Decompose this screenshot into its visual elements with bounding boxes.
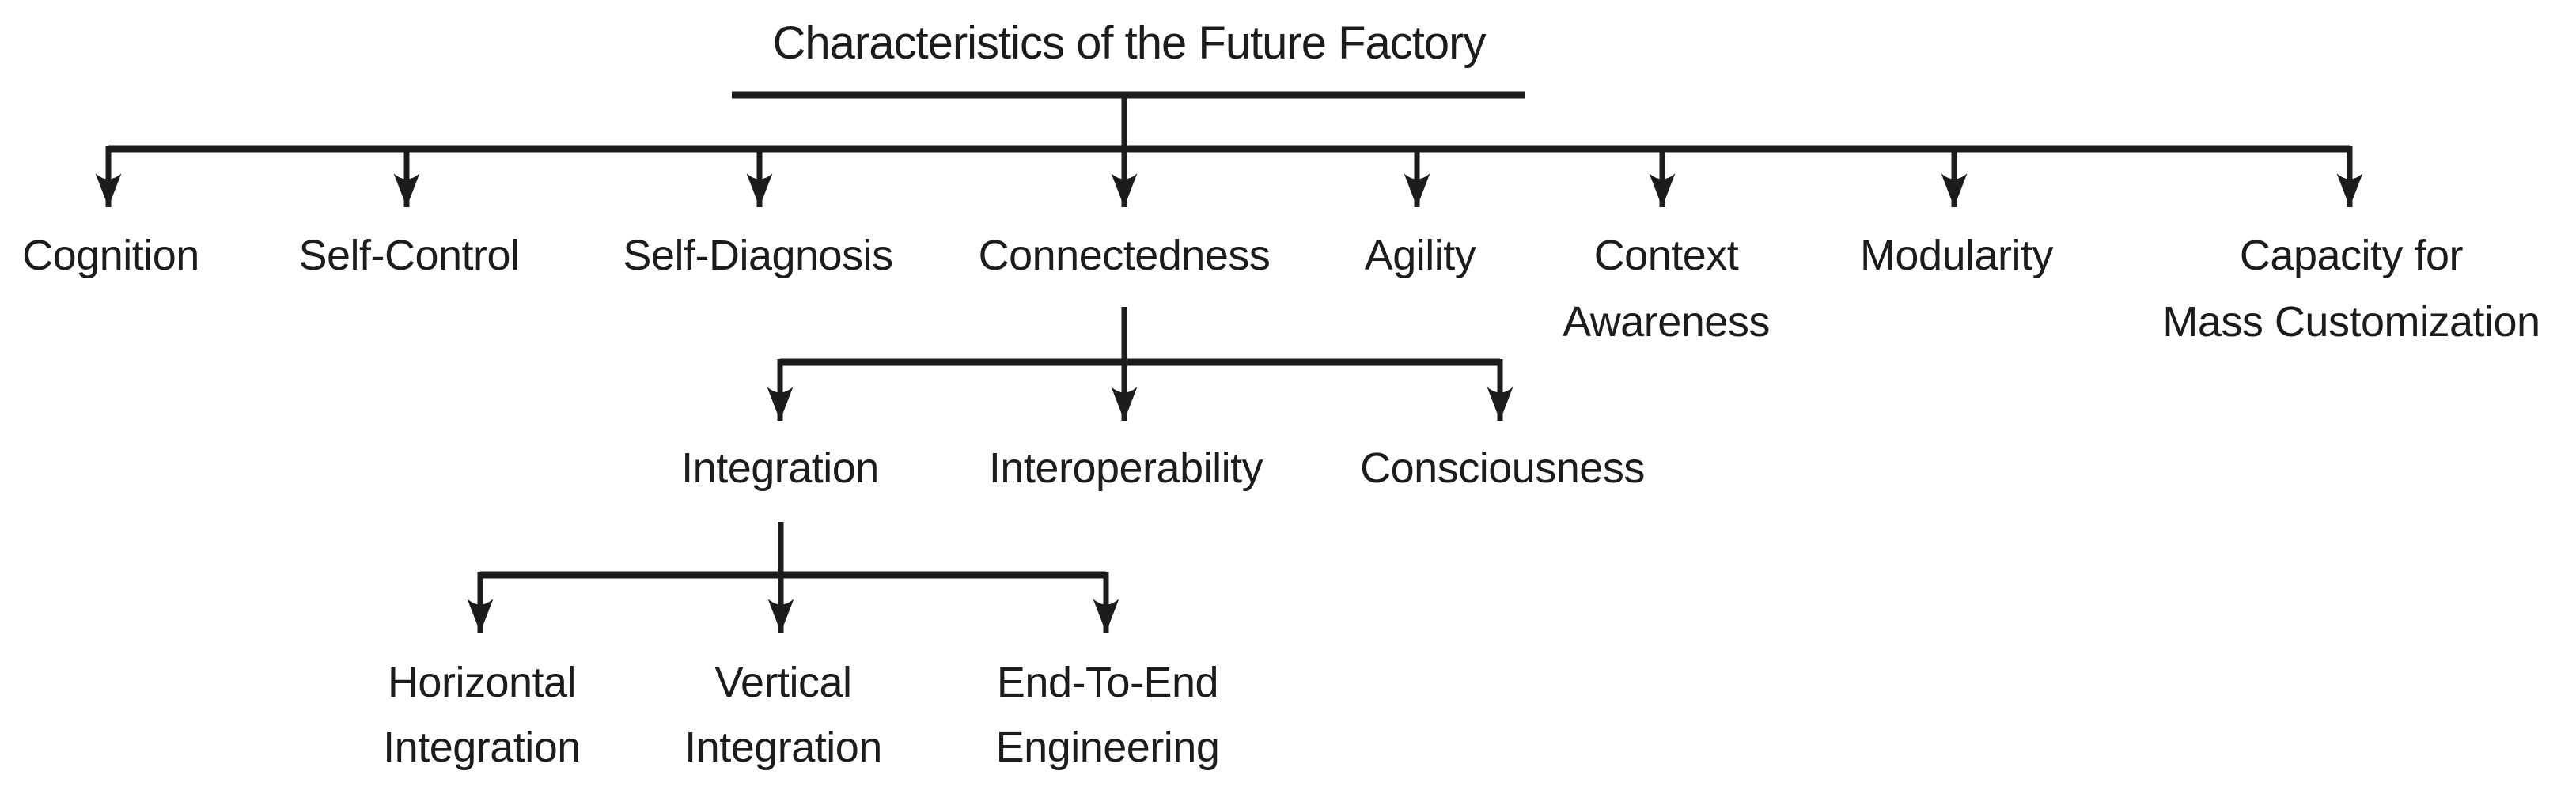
node-label-line: Integration <box>684 724 882 771</box>
node-context-awareness: Context Awareness <box>1563 222 1770 355</box>
node-label-line: End-To-End <box>996 659 1219 706</box>
node-label-line: Horizontal <box>387 659 577 706</box>
node-label-line: Vertical <box>714 659 852 706</box>
node-label-line: Integration <box>383 724 581 771</box>
node-interoperability: Interoperability <box>988 444 1263 492</box>
node-label-line: Mass Customization <box>2162 298 2540 346</box>
node-cognition: Cognition <box>22 232 199 279</box>
node-capacity-mass-customization: Capacity for Mass Customization <box>2162 222 2540 355</box>
node-horizontal-integration: Horizontal Integration <box>383 650 581 780</box>
node-connectedness: Connectedness <box>978 232 1271 279</box>
node-end-to-end-engineering: End-To-End Engineering <box>996 650 1220 780</box>
node-integration: Integration <box>681 444 879 492</box>
node-label-line: Capacity for <box>2239 232 2464 279</box>
node-agility: Agility <box>1364 232 1476 279</box>
node-label-line: Awareness <box>1563 298 1770 346</box>
node-self-control: Self-Control <box>298 232 520 279</box>
node-consciousness: Consciousness <box>1360 444 1645 492</box>
node-vertical-integration: Vertical Integration <box>684 650 882 780</box>
node-self-diagnosis: Self-Diagnosis <box>623 232 893 279</box>
node-label-line: Engineering <box>995 724 1220 771</box>
node-root-title: Characteristics of the Future Factory <box>772 17 1487 69</box>
node-label-line: Context <box>1593 232 1739 279</box>
node-modularity: Modularity <box>1859 232 2054 279</box>
